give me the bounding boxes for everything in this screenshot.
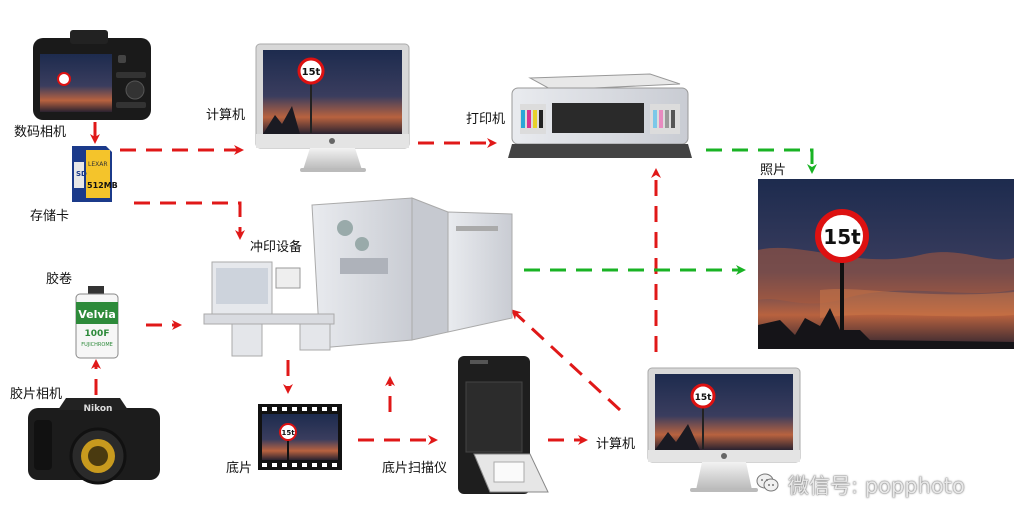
sign-text-top: 15t (302, 67, 321, 78)
film-speed-text: 100F (85, 329, 110, 339)
watermark-text: 微信号: popphoto (788, 474, 965, 498)
sign-text-bottom: 15t (695, 393, 713, 403)
card-maker-text: LEXAR (88, 161, 108, 168)
label-printer: 打印机 (466, 112, 506, 127)
label-processing-equipment: 冲印设备 (250, 240, 303, 255)
label-digital-camera: 数码相机 (14, 125, 67, 140)
label-computer-bottom: 计算机 (596, 437, 636, 452)
film-roll-image: Velvia 100F FUJICHROME (75, 286, 119, 359)
sign-text-photo: 15t (823, 225, 861, 249)
negative-image: 15t (258, 404, 342, 470)
photo-image: 15t (758, 179, 1014, 349)
label-photo: 照片 (760, 163, 787, 178)
film-camera-image: Nikon (28, 398, 160, 485)
sign-text-negative: 15t (281, 429, 295, 437)
label-negative-scanner: 底片扫描仪 (382, 461, 448, 476)
digital-camera-image (33, 30, 151, 120)
computer-top-image: 15t (255, 43, 410, 172)
label-memory-card: 存储卡 (30, 209, 70, 224)
printer-image (508, 73, 692, 158)
memory-card-image: SD LEXAR 512MB (72, 146, 118, 202)
card-brand-text: SD (76, 170, 87, 178)
processing-equipment-image (203, 197, 513, 357)
label-computer-top: 计算机 (206, 108, 246, 123)
arrow-card-to-processing (134, 201, 245, 240)
card-capacity-text: 512MB (87, 181, 118, 190)
camera-brand-text: Nikon (84, 404, 113, 414)
wechat-icon (756, 473, 779, 492)
film-brand-text: Velvia (78, 308, 116, 321)
label-film-roll: 胶卷 (46, 272, 73, 287)
arrow-printer-to-photo (706, 148, 817, 174)
computer-bottom-image: 15t (647, 367, 801, 492)
label-negative: 底片 (226, 461, 253, 476)
label-film-camera: 胶片相机 (10, 387, 63, 402)
film-maker-text: FUJICHROME (81, 342, 113, 348)
negative-scanner-image (458, 356, 549, 494)
